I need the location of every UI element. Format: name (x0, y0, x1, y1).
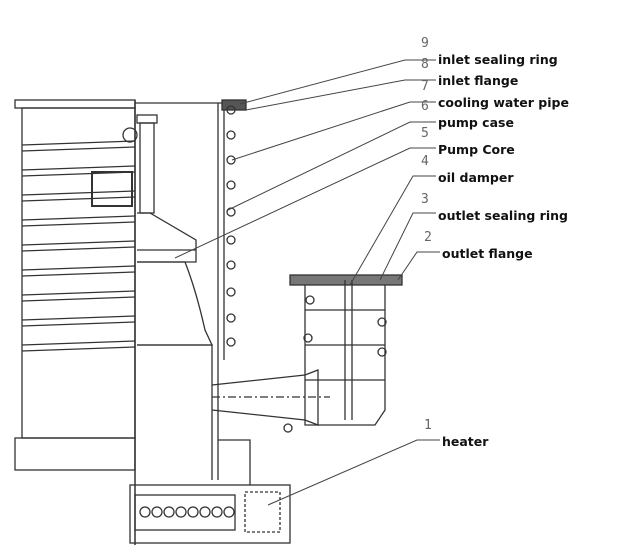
cooling-pipe-section (226, 105, 236, 115)
cooling-pipe-section (226, 313, 236, 323)
heater-element (199, 506, 211, 518)
part-number: 2 (424, 230, 432, 245)
cooling-pipe-section (226, 287, 236, 297)
heater-element (139, 506, 151, 518)
part-number: 7 (421, 79, 429, 94)
part-number: 3 (421, 192, 429, 207)
coil-loop (21, 315, 136, 327)
coil-loop (21, 290, 136, 302)
part-number: 9 (421, 36, 429, 51)
part-label: cooling water pipe (438, 95, 569, 110)
cooling-pipe-section (226, 260, 236, 270)
heater-element (187, 506, 199, 518)
cooling-pipe-section (226, 130, 236, 140)
heater-element (211, 506, 223, 518)
part-label: heater (442, 434, 489, 449)
coil-loop (21, 215, 136, 227)
pump-body-exterior (14, 99, 138, 471)
coil-loop (21, 240, 136, 252)
name-plate (91, 171, 133, 207)
pump-core (136, 114, 214, 480)
part-number: 5 (421, 126, 429, 141)
coil-loop (21, 140, 136, 152)
coil-loop (21, 340, 136, 352)
cooling-pipe-section (226, 207, 236, 217)
part-number: 4 (421, 154, 429, 169)
heater-element (223, 506, 235, 518)
part-number: 1 (424, 418, 432, 433)
part-label: inlet flange (438, 73, 519, 88)
heater-element (175, 506, 187, 518)
pump-case (135, 99, 247, 480)
heater-element (163, 506, 175, 518)
heater-assembly (129, 439, 291, 544)
cooling-pipe-section (226, 155, 236, 165)
coil-loop (21, 190, 136, 202)
outlet-pipe (211, 274, 403, 433)
part-label: pump case (438, 115, 514, 130)
coil-loop (21, 265, 136, 277)
part-label: oil damper (438, 170, 514, 185)
part-label: outlet flange (442, 246, 533, 261)
cooling-pipe-section (226, 235, 236, 245)
cooling-pipe-section (226, 337, 236, 347)
heater-element (151, 506, 163, 518)
cooling-pipe-section (226, 180, 236, 190)
part-label: Pump Core (438, 142, 515, 157)
leader-lines (174, 59, 440, 506)
part-number: 6 (421, 99, 429, 114)
part-label: outlet sealing ring (438, 208, 568, 223)
part-number: 8 (421, 57, 429, 72)
part-label: inlet sealing ring (438, 52, 558, 67)
